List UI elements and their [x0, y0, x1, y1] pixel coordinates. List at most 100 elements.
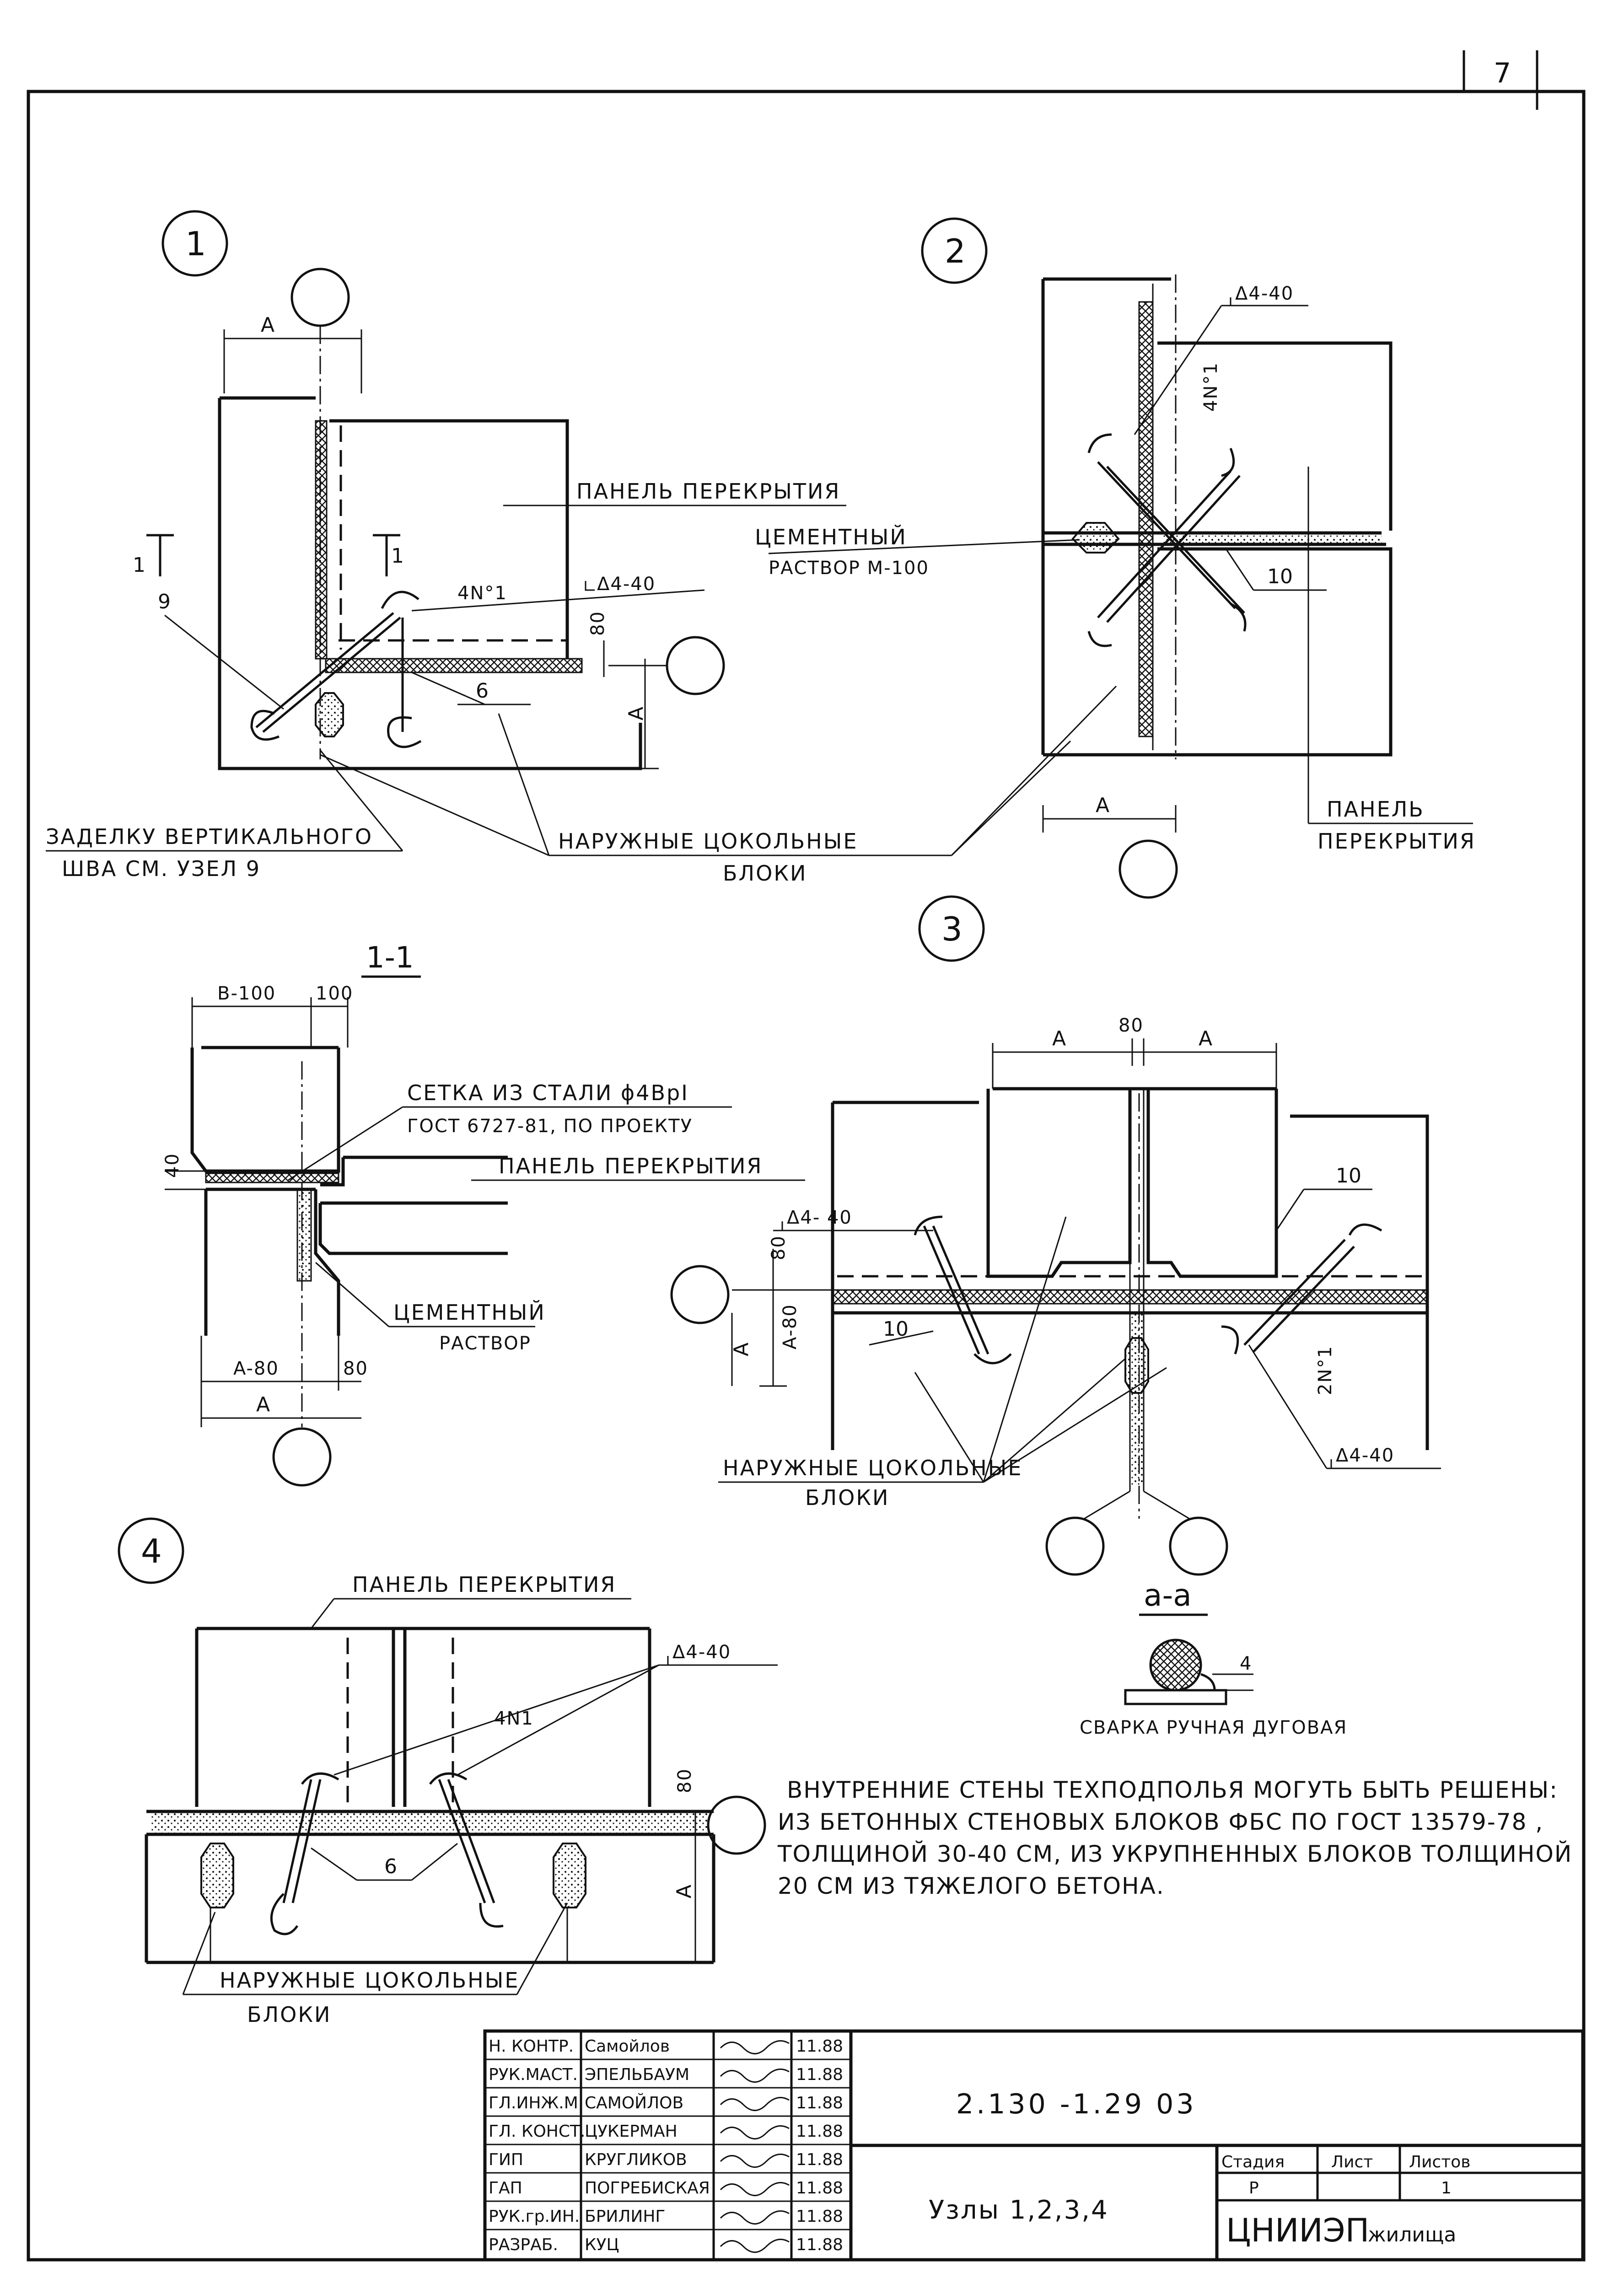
mesh-label-1: СЕТКА ИЗ СТАЛИ ϕ4ВрI — [407, 1080, 689, 1105]
svg-text:ПАНЕЛЬ ПЕРЕКРЫТИЯ: ПАНЕЛЬ ПЕРЕКРЫТИЯ — [576, 479, 840, 504]
tb-name: Самойлов — [585, 2037, 670, 2056]
tb-date: 11.88 — [796, 2065, 843, 2084]
svg-text:Δ4-40: Δ4-40 — [672, 1642, 731, 1663]
tb-date: 11.88 — [796, 2207, 843, 2226]
org-name: ЦНИИЭП — [1226, 2212, 1369, 2249]
tb-name: САМОЙЛОВ — [585, 2093, 683, 2112]
tb-date: 11.88 — [796, 2037, 843, 2056]
tb-name: БРИЛИНГ — [585, 2207, 665, 2226]
signature-mark — [720, 2153, 790, 2168]
svg-text:80: 80 — [1119, 1015, 1144, 1036]
sheets-label: Листов — [1409, 2153, 1470, 2171]
section-a-a: а-а 4 СВАРКА РУЧНАЯ ДУГОВАЯ — [1080, 1578, 1347, 1738]
outer-blocks-label-4: НАРУЖНЫЕ ЦОКОЛЬНЫЕ — [220, 1968, 519, 1993]
org-suffix: жилища — [1368, 2223, 1456, 2246]
svg-text:10: 10 — [1336, 1164, 1361, 1188]
tb-role: ГЛ.ИНЖ.М. — [489, 2094, 583, 2112]
outer-blocks-label-3b: БЛОКИ — [805, 1485, 889, 1510]
svg-text:4N°1: 4N°1 — [457, 583, 507, 604]
svg-text:Δ4-40: Δ4-40 — [597, 574, 656, 595]
stage-label: Стадия — [1221, 2153, 1285, 2171]
svg-text:4N1: 4N1 — [494, 1708, 534, 1729]
svg-text:A-80: A-80 — [233, 1358, 279, 1379]
svg-text:A: A — [261, 313, 274, 337]
svg-text:6: 6 — [476, 679, 489, 703]
seal-label-1: ЗАДЕЛКУ ВЕРТИКАЛЬНОГО — [46, 824, 373, 849]
note-line-1: ВНУТРЕННИЕ СТЕНЫ ТЕХПОДПОЛЬЯ МОГУТЬ БЫТЬ… — [787, 1777, 1558, 1803]
svg-text:A: A — [730, 1343, 753, 1356]
section-aa-title: а-а — [1144, 1578, 1192, 1613]
tb-name: КРУГЛИКОВ — [585, 2150, 687, 2169]
svg-text:A: A — [1096, 794, 1109, 817]
note-line-2: ИЗ БЕТОННЫХ СТЕНОВЫХ БЛОКОВ ФБС ПО ГОСТ … — [778, 1809, 1543, 1835]
node-3-number: 3 — [941, 910, 963, 948]
tb-role: Н. КОНТР. — [489, 2037, 574, 2056]
tb-date: 11.88 — [796, 2094, 843, 2112]
outer-blocks-label-1b: БЛОКИ — [723, 861, 807, 886]
node-4: 4 ПАНЕЛЬ ПЕРЕКРЫТИЯ — [118, 1517, 778, 2027]
panel-label-2b: ПЕРЕКРЫТИЯ — [1317, 829, 1476, 854]
section-1-1: 1-1 B-100 100 40 СЕТКА ИЗ СТАЛИ ϕ4ВрI ГО — [162, 941, 805, 1487]
tb-date: 11.88 — [796, 2236, 843, 2254]
svg-text:A-80: A-80 — [780, 1304, 801, 1349]
sheet-label: Лист — [1331, 2153, 1373, 2171]
svg-text:A: A — [624, 707, 648, 720]
section-1-1-title: 1-1 — [366, 941, 414, 975]
signature-mark — [720, 2210, 790, 2225]
tb-role: РАЗРАБ. — [489, 2236, 558, 2254]
mesh-label-2: ГОСТ 6727-81, ПО ПРОЕКТУ — [407, 1116, 693, 1137]
svg-text:A: A — [256, 1393, 270, 1416]
stage-value: Р — [1249, 2179, 1259, 2198]
svg-text:2N°1: 2N°1 — [1315, 1345, 1336, 1395]
svg-text:1: 1 — [133, 554, 145, 577]
svg-text:10: 10 — [883, 1317, 909, 1341]
svg-text:A: A — [672, 1885, 696, 1898]
panel-label-4: ПАНЕЛЬ ПЕРЕКРЫТИЯ — [352, 1572, 616, 1597]
svg-text:4N°1: 4N°1 — [1200, 362, 1221, 412]
tb-name: ЦУКЕРМАН — [585, 2122, 678, 2141]
sheet-title: Узлы 1,2,3,4 — [929, 2195, 1109, 2225]
svg-text:100: 100 — [316, 983, 353, 1004]
signature-mark — [720, 2040, 790, 2054]
page-number: 7 — [1494, 57, 1511, 89]
svg-text:B-100: B-100 — [217, 983, 276, 1004]
tb-role: РУК.гр.ИН. — [489, 2207, 580, 2226]
tb-date: 11.88 — [796, 2122, 843, 2141]
svg-text:9: 9 — [158, 590, 171, 613]
outer-blocks-label-4b: БЛОКИ — [247, 2002, 331, 2027]
doc-code: 2.130 -1.29 03 — [956, 2088, 1197, 2120]
cement-label-1: ЦЕМЕНТНЫЙ — [755, 525, 907, 549]
svg-text:1: 1 — [391, 544, 404, 568]
svg-text:6: 6 — [384, 1855, 397, 1878]
node-3: 3 A 80 A — [670, 895, 1441, 1576]
title-rows — [485, 2058, 851, 2230]
panel-label-11: ПАНЕЛЬ ПЕРЕКРЫТИЯ — [499, 1154, 763, 1178]
node-1-number: 1 — [185, 225, 206, 263]
svg-text:80: 80 — [674, 1768, 695, 1793]
signature-mark — [720, 2182, 790, 2196]
welding-label: СВАРКА РУЧНАЯ ДУГОВАЯ — [1080, 1717, 1347, 1738]
svg-text:10: 10 — [1267, 565, 1293, 588]
cement-11-label-1: ЦЕМЕНТНЫЙ — [393, 1300, 546, 1325]
svg-text:Δ4-40: Δ4-40 — [1336, 1445, 1394, 1466]
tb-role: ГЛ. КОНСТ. — [489, 2122, 585, 2141]
svg-text:A: A — [1052, 1027, 1066, 1050]
note-line-4: 20 СМ ИЗ ТЯЖЕЛОГО БЕТОНА. — [778, 1873, 1165, 1899]
svg-text:Δ4-40: Δ4-40 — [1235, 283, 1294, 304]
svg-text:80: 80 — [587, 611, 608, 636]
signature-mark — [720, 2238, 790, 2253]
tb-role: РУК.МАСТ. — [489, 2065, 578, 2084]
svg-text:4: 4 — [1240, 1653, 1252, 1674]
tb-role: ГАП — [489, 2179, 522, 2198]
tb-role: ГИП — [489, 2150, 523, 2169]
svg-text:80: 80 — [343, 1358, 368, 1379]
svg-text:Δ4- 40: Δ4- 40 — [787, 1207, 852, 1228]
tb-name: ЭПЕЛЬБАУМ — [585, 2065, 689, 2084]
node-2: 2 Δ4-40 4N°1 ЦЕМЕНТНЫЙ РАСТВО — [755, 217, 1476, 899]
panel-label-2a: ПАНЕЛЬ — [1327, 797, 1425, 822]
node-1: 1 A 1 1 9 — [46, 210, 952, 886]
svg-text:80: 80 — [768, 1235, 789, 1260]
